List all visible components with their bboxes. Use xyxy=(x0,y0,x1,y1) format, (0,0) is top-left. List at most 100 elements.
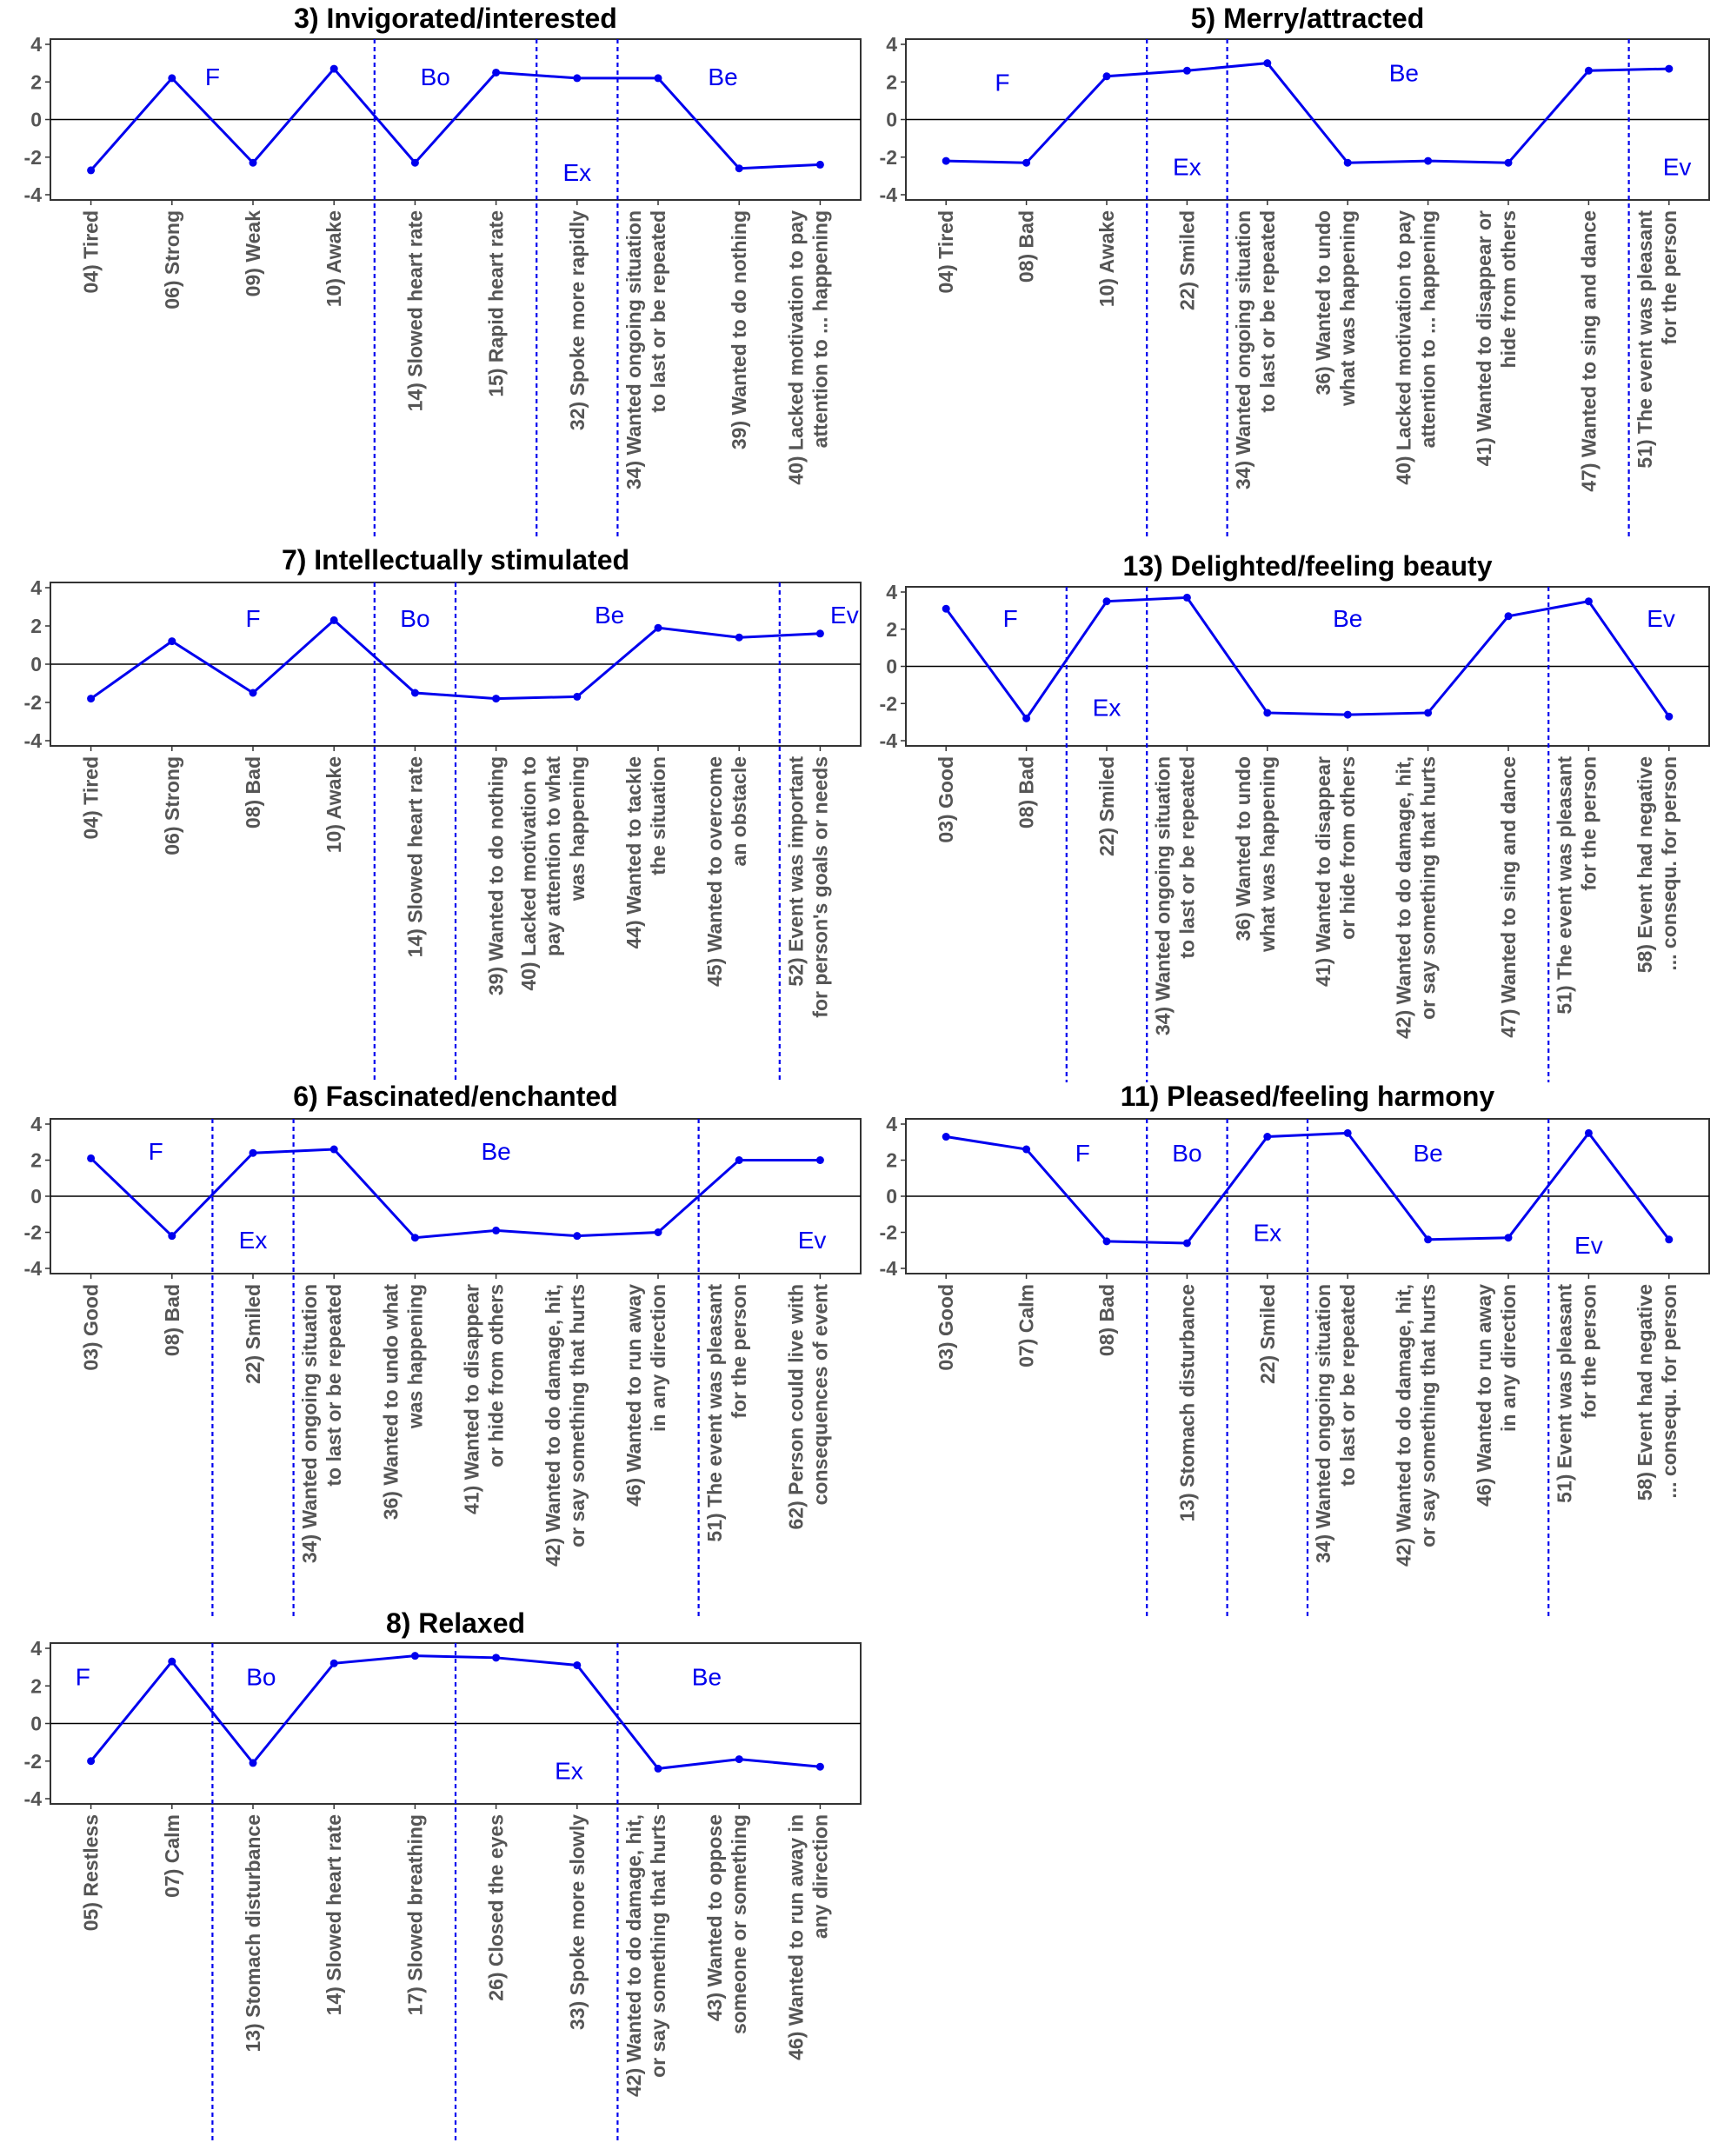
chart-title: 3) Invigorated/interested xyxy=(294,3,617,34)
y-tick-label: 4 xyxy=(30,1637,42,1660)
x-tick-label: 58) Event had negative xyxy=(1634,756,1656,973)
x-tick-label: 41) Wanted to disappear xyxy=(461,1284,483,1514)
region-label: Ev xyxy=(1574,1232,1603,1259)
data-point xyxy=(87,695,96,703)
x-tick-label: 08) Bad xyxy=(161,1284,183,1356)
data-point xyxy=(1665,712,1674,721)
region-label: Ex xyxy=(562,159,591,186)
data-point xyxy=(654,74,662,83)
x-tick-label: in any direction xyxy=(1497,1284,1520,1432)
x-tick-label: 22) Smiled xyxy=(1095,756,1118,856)
y-tick-label: 0 xyxy=(886,1185,897,1208)
y-tick-label: -4 xyxy=(24,729,43,752)
x-tick-label: 26) Closed the eyes xyxy=(485,1814,508,2001)
x-tick-label: for the person xyxy=(1658,210,1680,345)
region-label: F xyxy=(245,605,260,632)
x-tick-label: 51) The event was pleasant xyxy=(703,1284,726,1542)
x-tick-label: 42) Wanted to do damage, hit, xyxy=(1393,1284,1415,1567)
data-point xyxy=(654,1228,662,1236)
data-point xyxy=(249,1759,257,1767)
x-tick-label: 04) Tired xyxy=(935,210,957,293)
region-label: F xyxy=(149,1138,163,1165)
x-tick-label: 33) Spoke more slowly xyxy=(566,1814,589,2030)
data-point xyxy=(492,68,501,77)
x-tick-label: was happening xyxy=(566,756,589,902)
chart-title: 5) Merry/attracted xyxy=(1191,3,1425,34)
data-point xyxy=(1584,597,1593,606)
x-tick-label: 39) Wanted to do nothing xyxy=(728,210,750,449)
x-tick-label: 08) Bad xyxy=(242,756,264,828)
x-tick-label: 32) Spoke more rapidly xyxy=(566,210,589,430)
region-label: Bo xyxy=(246,1663,276,1690)
x-tick-label: 34) Wanted ongoing situation xyxy=(1151,756,1174,1035)
y-tick-label: 0 xyxy=(30,1713,42,1735)
data-point xyxy=(492,1654,501,1662)
data-point xyxy=(329,616,338,624)
data-point xyxy=(1504,1234,1513,1242)
x-tick-label: 36) Wanted to undo xyxy=(1232,756,1254,942)
series-line xyxy=(90,1654,821,1770)
y-tick-label: 2 xyxy=(30,1674,42,1697)
data-point xyxy=(1665,64,1674,73)
region-label: F xyxy=(995,69,1009,96)
region-label: Ex xyxy=(1253,1220,1281,1247)
data-point xyxy=(573,692,582,701)
data-point xyxy=(329,64,338,73)
region-label: Be xyxy=(692,1663,722,1690)
series-line xyxy=(90,66,821,171)
chart-title: 11) Pleased/feeling harmony xyxy=(1121,1081,1495,1112)
x-tick-label: or hide from others xyxy=(485,1284,508,1467)
data-point xyxy=(1102,1237,1111,1246)
x-tick-label: 41) Wanted to disappear xyxy=(1312,756,1334,987)
x-tick-label: 47) Wanted to sing and dance xyxy=(1577,210,1600,492)
x-tick-label: 36) Wanted to undo xyxy=(1312,210,1334,396)
x-tick-label: to last or be repeated xyxy=(323,1284,345,1487)
x-tick-label: 46) Wanted to run away in xyxy=(784,1814,807,2060)
y-tick-label: 4 xyxy=(886,581,897,603)
x-tick-label: 42) Wanted to do damage, hit, xyxy=(622,1814,645,2097)
x-tick-label: 14) Slowed heart rate xyxy=(403,756,426,957)
y-tick-label: 4 xyxy=(30,576,42,599)
x-tick-label: 10) Awake xyxy=(323,210,345,307)
region-label: Ev xyxy=(798,1227,827,1254)
y-tick-label: -2 xyxy=(880,692,897,715)
x-tick-label: to last or be repeated xyxy=(1256,210,1279,413)
y-tick-label: 2 xyxy=(886,1149,897,1172)
data-point xyxy=(410,689,419,697)
y-tick-label: -4 xyxy=(880,729,898,752)
x-tick-label: or say something that hurts xyxy=(1417,1284,1440,1547)
region-label: Ev xyxy=(1663,154,1692,181)
y-tick-label: 0 xyxy=(30,653,42,675)
x-tick-label: 10) Awake xyxy=(1095,210,1118,307)
x-tick-label: ... consequ. for person xyxy=(1658,1284,1680,1499)
y-tick-label: -2 xyxy=(24,1221,42,1244)
x-tick-label: 17) Slowed breathing xyxy=(403,1814,426,2015)
series-line xyxy=(90,618,821,701)
x-tick-label: consequences of event xyxy=(809,1284,831,1506)
region-label: Ev xyxy=(830,602,859,629)
data-point xyxy=(1343,158,1352,167)
x-tick-label: 40) Lacked motivation to pay xyxy=(784,210,807,485)
series-line xyxy=(945,1130,1670,1245)
data-point xyxy=(815,1156,824,1164)
data-point xyxy=(815,160,824,169)
data-point xyxy=(573,1660,582,1669)
x-tick-label: 51) The event was pleasant xyxy=(1634,210,1656,469)
data-point xyxy=(573,74,582,83)
region-label: Bo xyxy=(400,605,429,632)
data-point xyxy=(410,158,419,167)
data-point xyxy=(87,1757,96,1766)
data-point xyxy=(942,156,950,165)
x-tick-label: 03) Good xyxy=(935,756,957,843)
data-point xyxy=(1424,709,1433,717)
data-point xyxy=(1424,156,1433,165)
x-tick-label: 46) Wanted to run away xyxy=(1473,1284,1495,1507)
x-tick-label: someone or something xyxy=(728,1814,750,2034)
x-tick-label: 22) Smiled xyxy=(242,1284,264,1384)
x-tick-label: to last or be repeated xyxy=(1175,756,1198,959)
data-point xyxy=(942,604,950,613)
region-label: F xyxy=(1075,1140,1090,1167)
region-label: Be xyxy=(1389,59,1419,86)
data-point xyxy=(1343,1128,1352,1137)
